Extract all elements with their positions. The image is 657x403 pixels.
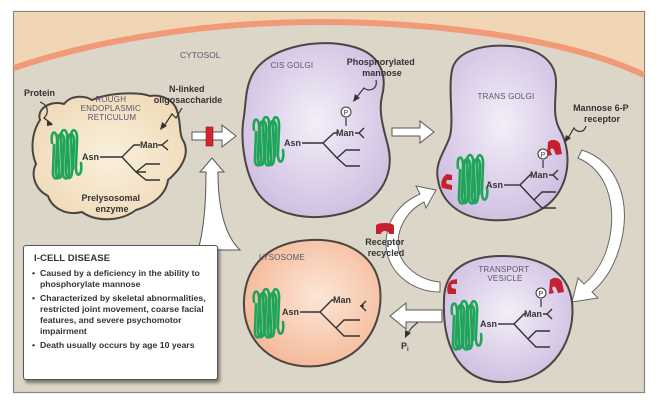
m6p-receptor-icon bbox=[549, 277, 564, 294]
asn-label: Asn bbox=[282, 307, 299, 317]
info-bullet: Caused by a deficiency in the ability to… bbox=[31, 268, 211, 290]
oligosaccharide-chain: Asn Man bbox=[82, 139, 169, 181]
cis-golgi: CIS GOLGI Asn Man P bbox=[241, 42, 391, 218]
asn-label: Asn bbox=[82, 152, 99, 162]
extracellular-space bbox=[14, 12, 644, 75]
phosphate-pointer-head bbox=[353, 94, 360, 102]
info-box-bullets: Caused by a deficiency in the ability to… bbox=[31, 268, 211, 351]
asn-label: Asn bbox=[284, 138, 301, 148]
trans-golgi-title: TRANS GOLGI bbox=[478, 92, 535, 101]
rough-er: ROUGH ENDOPLASMIC RETICULUM Asn Man Prel… bbox=[31, 92, 187, 221]
receptor-recycled-label: Receptor recycled bbox=[365, 237, 407, 258]
phosphate-label: P bbox=[541, 152, 546, 159]
oligosaccharide-chain: Asn Man P bbox=[480, 287, 553, 348]
m6p-receptor-icon bbox=[547, 139, 562, 156]
phosphate-pointer bbox=[355, 79, 377, 99]
m6p-receptor-label: Mannose 6-P receptor bbox=[573, 103, 631, 124]
man-label: Man bbox=[140, 140, 158, 150]
phosphorylated-mannose-label: Phosphorylated mannose bbox=[347, 57, 418, 78]
phosphate-label: P bbox=[344, 110, 349, 117]
man-label: Man bbox=[336, 128, 354, 138]
trans-golgi-membrane bbox=[436, 44, 569, 222]
asn-label: Asn bbox=[480, 319, 497, 329]
m6p-receptor-icon bbox=[447, 279, 457, 294]
receptor-pointer bbox=[567, 125, 587, 139]
recycled-receptor-icon bbox=[376, 223, 394, 234]
protein-pointer bbox=[39, 101, 53, 125]
man-label: Man bbox=[524, 309, 542, 319]
lysosome: LYSOSOME Asn Man bbox=[242, 238, 382, 368]
oligosaccharide-chain: Asn Man bbox=[282, 295, 367, 337]
cis-golgi-title: CIS GOLGI bbox=[271, 61, 314, 70]
n-linked-pointer-head bbox=[160, 122, 167, 130]
er-title: ROUGH ENDOPLASMIC RETICULUM bbox=[81, 95, 144, 122]
pi-label: Pi bbox=[401, 341, 409, 353]
phosphate-icon bbox=[535, 287, 547, 299]
lysosome-title: LYSOSOME bbox=[259, 253, 305, 262]
m6p-receptor-icon bbox=[441, 174, 452, 190]
block-bar bbox=[205, 126, 214, 147]
oligosaccharide-chain: Asn Man P bbox=[486, 148, 559, 209]
protein-label: Protein bbox=[24, 88, 55, 98]
cis-to-trans-arrow bbox=[391, 119, 435, 145]
vesicle-title: TRANSPORT VESICLE bbox=[478, 265, 531, 283]
receptor-pointer-head bbox=[564, 135, 571, 143]
protein-icon bbox=[252, 115, 285, 167]
blocked-transport-arrow bbox=[191, 123, 237, 149]
oligosaccharide-chain: Asn Man P bbox=[284, 106, 365, 167]
cytosol-label: CYTOSOL bbox=[180, 50, 221, 60]
phosphate-label: P bbox=[539, 291, 544, 298]
protein-icon bbox=[50, 128, 83, 180]
receptor-recycling-arrow bbox=[385, 185, 441, 293]
protein-pointer-head bbox=[47, 120, 53, 126]
vesicle-membrane bbox=[442, 254, 574, 384]
trans-golgi: TRANS GOLGI Asn Man P bbox=[436, 44, 569, 222]
n-linked-label: N-linked oligosaccharide bbox=[154, 84, 223, 105]
asn-label: Asn bbox=[486, 180, 503, 190]
phosphate-icon bbox=[340, 106, 352, 118]
man-label: Man bbox=[333, 295, 351, 305]
trans-to-vesicle-arrow bbox=[571, 149, 625, 303]
n-linked-pointer bbox=[163, 107, 183, 127]
info-bullet: Characterized by skeletal abnormalities,… bbox=[31, 293, 211, 337]
i-cell-disease-info-box: I-CELL DISEASE Caused by a deficiency in… bbox=[23, 245, 218, 380]
pi-release-arrow-head bbox=[405, 330, 411, 338]
protein-icon bbox=[252, 287, 285, 339]
callout-arrow bbox=[197, 157, 242, 251]
info-box-title: I-CELL DISEASE bbox=[34, 253, 111, 264]
er-caption: Prelysosomal enzyme bbox=[81, 193, 142, 214]
lysosome-membrane bbox=[242, 238, 382, 368]
vesicle-to-lysosome-arrow bbox=[389, 301, 443, 331]
info-bullet: Death usually occurs by age 10 years bbox=[31, 340, 211, 351]
protein-icon bbox=[450, 299, 483, 351]
plasma-membrane bbox=[13, 18, 646, 78]
man-label: Man bbox=[530, 170, 548, 180]
protein-icon bbox=[456, 153, 489, 205]
cis-golgi-membrane bbox=[241, 42, 391, 218]
transport-vesicle: TRANSPORT VESICLE Asn Man P bbox=[442, 254, 574, 384]
